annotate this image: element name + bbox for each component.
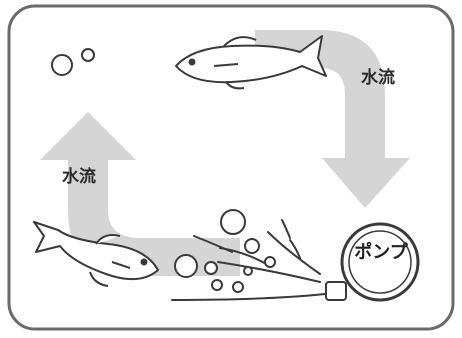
fish-top [175,35,327,90]
bubble [244,238,260,254]
pump-label: ポンプ [354,242,408,263]
bubble [211,279,223,291]
bubble [232,281,244,293]
pump [325,222,420,302]
pump-flow-lines [171,219,326,301]
bubble [81,48,95,62]
bubbles [51,48,276,293]
bubble [264,256,276,268]
fish-bottom [33,221,159,287]
bubble [204,261,218,275]
bubble [51,54,73,76]
bubble [243,266,253,276]
bubble [220,209,246,235]
bubble [174,254,198,278]
water-flow-label-left: 水流 [62,167,96,187]
pump-nozzle [325,281,347,301]
pump-body [340,222,420,302]
water-flow-label-top: 水流 [361,68,395,88]
